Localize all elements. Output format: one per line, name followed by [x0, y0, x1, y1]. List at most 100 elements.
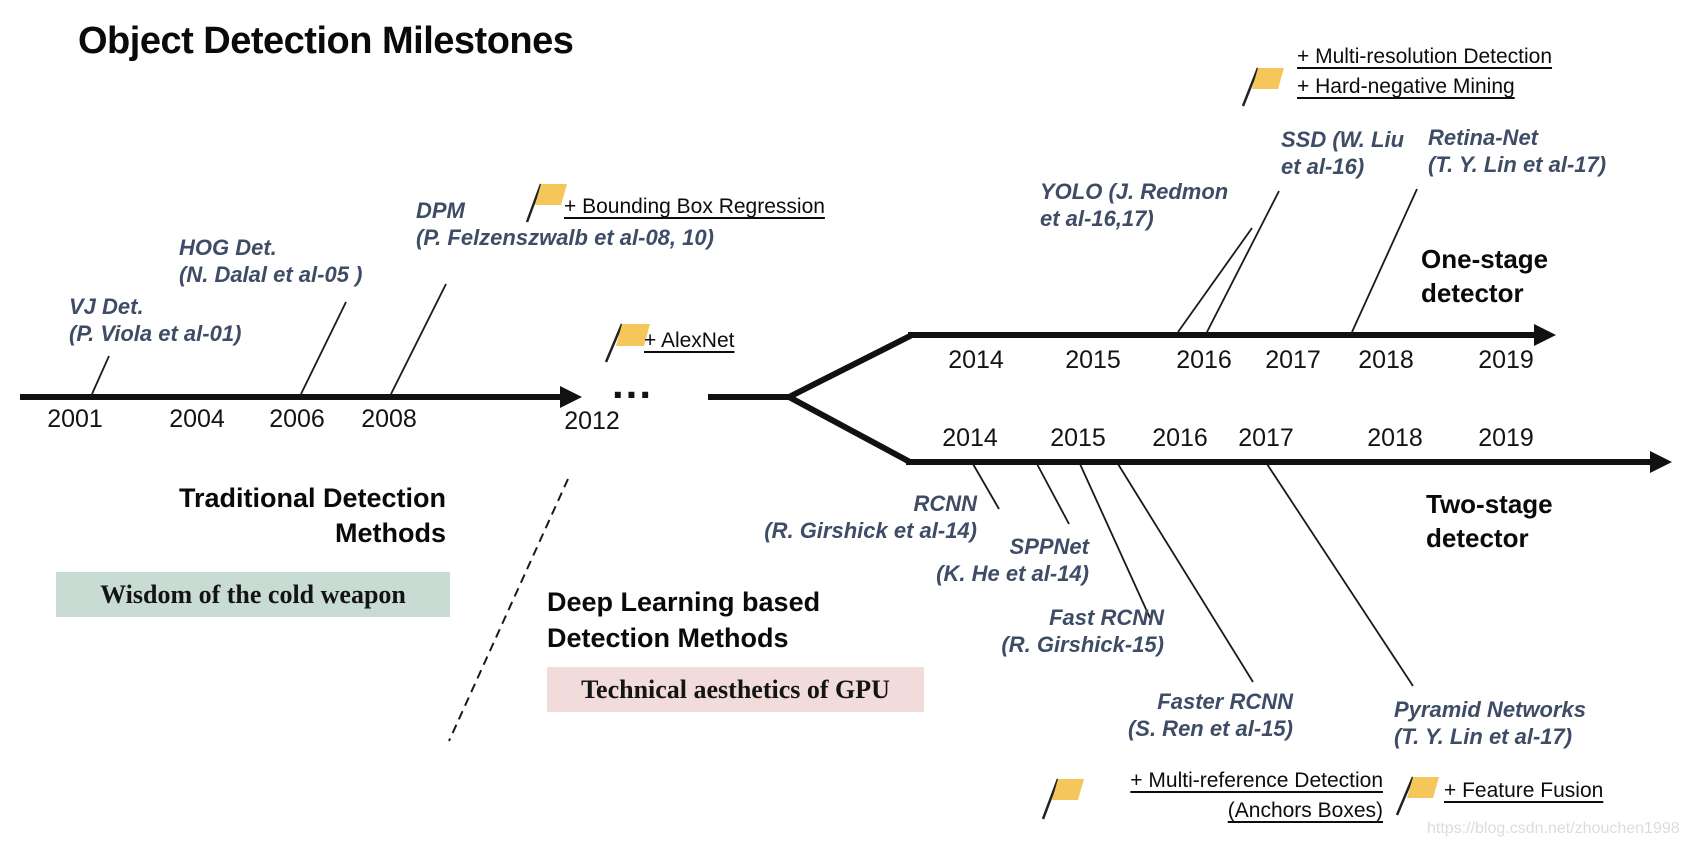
milestone-citation: (T. Y. Lin et al-17)	[1394, 724, 1573, 749]
one-stage-year-2015: 2015	[1065, 346, 1121, 374]
flag-icon-multi-reference	[1041, 778, 1084, 820]
milestone-citation: (R. Girshick et al-14)	[764, 518, 977, 543]
watermark: https://blog.csdn.net/zhouchen1998	[1427, 820, 1680, 837]
flag-note-bounding-box: + Bounding Box Regression	[564, 192, 825, 222]
milestone-citation: (T. Y. Lin et al-17)	[1428, 152, 1607, 177]
timeline-ellipsis: ...	[612, 360, 654, 407]
milestone-citation: et al-16)	[1281, 154, 1365, 179]
milestone-name: SPPNet	[1009, 534, 1089, 559]
milestone-name: Pyramid Networks	[1394, 697, 1586, 722]
milestone-citation: (S. Ren et al-15)	[1127, 716, 1293, 741]
flag-icon-multi-resolution	[1241, 67, 1284, 107]
year-label-2008: 2008	[361, 405, 417, 433]
page-title: Object Detection Milestones	[78, 20, 574, 62]
flag-icon-feature-fusion	[1395, 776, 1439, 816]
milestone-ssd: SSD (W. Liu et al-16)	[1281, 126, 1404, 180]
milestone-name: DPM	[416, 198, 465, 223]
era-heading-line: Detection Methods	[547, 623, 789, 653]
leader-faster	[1117, 463, 1254, 683]
year-label-2004: 2004	[169, 405, 225, 433]
milestone-name: Faster RCNN	[1157, 689, 1293, 714]
milestone-pyramid-networks: Pyramid Networks (T. Y. Lin et al-17)	[1394, 696, 1586, 750]
flag-note-line: + Hard-negative Mining	[1297, 75, 1515, 98]
milestone-name: HOG Det.	[179, 235, 277, 260]
stage-label-line: Two-stage	[1426, 489, 1553, 519]
milestone-yolo: YOLO (J. Redmon et al-16,17)	[1040, 178, 1228, 232]
milestone-fast-rcnn: Fast RCNN (R. Girshick-15)	[960, 604, 1164, 658]
era-divider-dashed-line	[448, 478, 569, 742]
milestone-vj-det: VJ Det. (P. Viola et al-01)	[69, 293, 241, 347]
milestone-hog-det: HOG Det. (N. Dalal et al-05 )	[179, 234, 362, 288]
flag-icon-bounding-box	[525, 183, 567, 223]
milestone-name: SSD (W. Liu	[1281, 127, 1405, 152]
milestone-dpm: DPM (P. Felzenszwalb et al-08, 10)	[416, 197, 714, 251]
one-stage-detector-label: One-stage detector	[1421, 242, 1548, 310]
two-stage-year-2019: 2019	[1478, 424, 1534, 452]
milestone-name: Fast RCNN	[1049, 605, 1164, 630]
flag-note-multi-resolution: + Multi-resolution Detection + Hard-nega…	[1297, 42, 1552, 102]
two-stage-year-2016: 2016	[1152, 424, 1208, 452]
milestone-name: YOLO (J. Redmon	[1040, 179, 1229, 204]
stage-label-line: One-stage	[1421, 244, 1549, 274]
one-stage-year-2019: 2019	[1478, 346, 1534, 374]
milestone-rcnn: RCNN (R. Girshick et al-14)	[715, 490, 977, 544]
two-stage-timeline-arrow	[906, 451, 1672, 473]
flag-note-line: + Bounding Box Regression	[564, 195, 825, 218]
milestone-citation: (R. Girshick-15)	[1001, 632, 1164, 657]
leader-fast	[1079, 463, 1151, 619]
leader-rcnn	[972, 463, 1000, 510]
milestone-citation: (P. Viola et al-01)	[69, 321, 242, 346]
flag-note-feature-fusion: + Feature Fusion	[1444, 776, 1603, 806]
deep-learning-methods-heading: Deep Learning based Detection Methods	[547, 584, 820, 656]
flag-note-line: + Feature Fusion	[1444, 779, 1604, 802]
leader-ssd	[1206, 190, 1280, 333]
stage-label-line: detector	[1421, 278, 1524, 308]
leader-retina	[1351, 188, 1418, 333]
two-stage-year-2015: 2015	[1050, 424, 1106, 452]
milestone-citation: (N. Dalal et al-05 )	[179, 262, 363, 287]
two-stage-year-2014: 2014	[942, 424, 998, 452]
milestone-name: RCNN	[913, 491, 977, 516]
one-stage-timeline-arrow	[908, 324, 1556, 346]
leader-pyramid	[1266, 463, 1414, 687]
era-heading-line: Methods	[335, 518, 446, 548]
leader-sppnet	[1036, 463, 1070, 525]
flag-note-alexnet: + AlexNet	[644, 326, 734, 356]
traditional-tagline-highlight: Wisdom of the cold weapon	[56, 572, 450, 617]
leader-vj	[91, 355, 110, 395]
flag-note-multi-reference: + Multi-reference Detection (Anchors Box…	[1100, 766, 1383, 826]
leader-hog	[300, 301, 347, 395]
era-heading-line: Deep Learning based	[547, 587, 821, 617]
two-stage-year-2018: 2018	[1367, 424, 1423, 452]
milestone-citation: et al-16,17)	[1040, 206, 1154, 231]
one-stage-year-2016: 2016	[1176, 346, 1232, 374]
year-label-2001: 2001	[47, 405, 103, 433]
leader-lines	[91, 188, 1418, 687]
traditional-methods-heading: Traditional Detection Methods	[60, 481, 446, 551]
milestone-retina-net: Retina-Net (T. Y. Lin et al-17)	[1428, 124, 1606, 178]
flag-note-line: + Multi-resolution Detection	[1297, 45, 1553, 68]
main-timeline-arrow	[20, 386, 582, 408]
one-stage-year-2018: 2018	[1358, 346, 1414, 374]
milestone-citation: (K. He et al-14)	[936, 561, 1089, 586]
year-label-2006: 2006	[269, 405, 325, 433]
era-heading-line: Traditional Detection	[178, 483, 446, 513]
fork-lines	[787, 332, 914, 465]
two-stage-year-2017: 2017	[1238, 424, 1294, 452]
year-label-2012: 2012	[564, 407, 620, 435]
one-stage-year-2014: 2014	[948, 346, 1004, 374]
flag-icon-alexnet	[604, 323, 650, 363]
two-stage-detector-label: Two-stage detector	[1426, 487, 1553, 555]
stage-label-line: detector	[1426, 523, 1529, 553]
milestone-name: VJ Det.	[69, 294, 144, 319]
milestone-sppnet: SPPNet (K. He et al-14)	[860, 533, 1089, 587]
leader-dpm	[390, 283, 447, 395]
leader-yolo	[1177, 227, 1253, 333]
flag-note-line: (Anchors Boxes)	[1227, 799, 1383, 822]
milestone-faster-rcnn: Faster RCNN (S. Ren et al-15)	[1060, 688, 1293, 742]
milestone-name: Retina-Net	[1428, 125, 1539, 150]
flag-note-line: + AlexNet	[644, 329, 735, 352]
deep-learning-tagline-highlight: Technical aesthetics of GPU	[547, 667, 924, 712]
